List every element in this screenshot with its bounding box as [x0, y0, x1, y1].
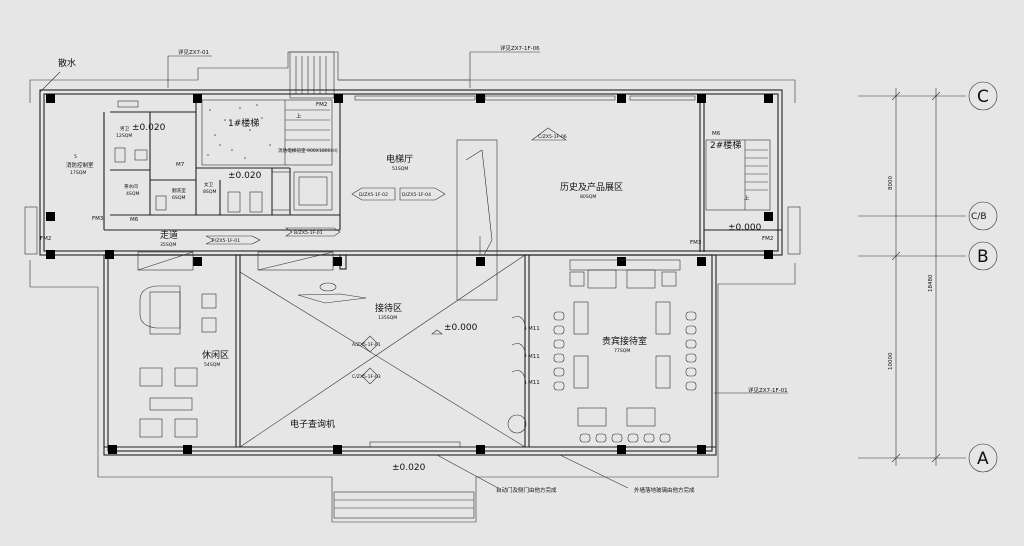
fire-control-tag: 5 [74, 154, 77, 160]
grid-axis [858, 81, 998, 473]
sanshui-label: 散水 [58, 57, 76, 69]
cleaning-name: 翻洗室 [172, 187, 186, 194]
dim-total: 18480 [928, 274, 934, 292]
curtain-wall-note: 外墙落地玻璃由他方完成 [634, 486, 695, 494]
tea-room-area: 4SQM [126, 191, 139, 197]
stair1-up: 上 [296, 112, 302, 120]
fire-control-area: 17SQM [70, 170, 86, 176]
section-marker-1: D/ZX5-1F-02 [359, 192, 388, 198]
section-marker-2: D/ZX5-1F-04 [402, 192, 431, 198]
structural-columns [46, 94, 773, 454]
lounge-area: 54SQM [204, 362, 220, 368]
callout-right: 详见ZX7-1F-01 [748, 386, 788, 394]
mens-wc-area: 12SQM [116, 133, 132, 139]
exterior-outline [24, 51, 801, 523]
section-marker-3: C/ZX5-1F-06 [538, 134, 567, 140]
grid-label-b: B [977, 247, 989, 267]
mens-wc-name: 男卫 [120, 126, 130, 132]
door-m6-b: M6 [712, 131, 721, 137]
elevator-note: 消防电梯前室 900X1800(H) [278, 147, 338, 154]
wc-fixtures [114, 100, 263, 213]
womens-wc-area: 8SQM [203, 189, 216, 195]
stair2-label: 2#楼梯 [710, 139, 741, 151]
corridor-name: 走道 [160, 229, 178, 241]
tea-room-name: 茶水间 [124, 183, 138, 190]
door-fm2-b: FM2 [316, 102, 327, 108]
display-column [456, 139, 498, 301]
level-wc: ±0.020 [132, 123, 166, 133]
section-marker-7: C/ZX5-1F-03 [352, 374, 381, 380]
exhibition-area: 80SQM [580, 194, 596, 200]
section-marker-5: B/ZX5-1F-01 [294, 230, 323, 236]
main-walls [39, 89, 783, 456]
door-m6-a: M6 [130, 217, 139, 223]
door-m11-c: M11 [528, 380, 540, 386]
stair2-up: 上 [744, 194, 750, 202]
level-entry: ±0.020 [392, 463, 426, 473]
exhibition-name: 历史及产品展区 [560, 181, 623, 193]
door-fm3-b: FM3 [690, 240, 702, 246]
lounge-name: 休闲区 [202, 349, 229, 361]
vip-furniture [507, 259, 697, 443]
door-fm2-c: FM2 [762, 236, 773, 242]
reception-name: 接待区 [375, 302, 402, 314]
corridor-area: 35SQM [160, 242, 176, 248]
cleaning-area: 6SQM [172, 195, 185, 201]
callout-top-left: 详见ZX7-01 [178, 48, 209, 56]
auto-door-note: 自动门及侧门由他方完成 [496, 486, 557, 494]
section-marker-4: F/ZX5-1F-01 [212, 238, 240, 244]
level-wc2: ±0.020 [228, 171, 262, 181]
womens-wc-name: 女卫 [204, 181, 214, 188]
door-fm2-a: FM2 [40, 236, 51, 242]
callout-top-mid: 详见ZX7-1F-06 [500, 44, 540, 52]
glazing [137, 95, 696, 448]
vip-name: 贵宾接待室 [602, 335, 647, 347]
elevator-hall-name: 电梯厅 [386, 153, 413, 165]
grid-label-a: A [977, 449, 989, 469]
stairs-and-elevators [201, 99, 771, 211]
stair1-label: 1#楼梯 [228, 117, 259, 129]
lounge-furniture [139, 285, 217, 438]
labels: 详见ZX7-01 详见ZX7-1F-06 详见ZX7-1F-01 散水 自动门及… [40, 44, 989, 494]
dim-8000: 8000 [888, 176, 894, 190]
level-stair2: ±0.000 [728, 223, 762, 233]
fire-control-name: 消防控制室 [66, 161, 94, 169]
level-main: ±0.000 [444, 323, 478, 333]
section-markers [205, 127, 567, 385]
grid-label-cb: C/B [971, 212, 987, 222]
vip-area: 77SQM [614, 348, 630, 354]
reception-diagonals [239, 254, 526, 448]
door-m11-b: M11 [528, 354, 540, 360]
section-marker-6: A/ZX5-1F-01 [352, 342, 381, 348]
elevator-hall-area: 51SQM [392, 166, 408, 172]
reception-area: 135SQM [378, 315, 397, 321]
callout-leaders [39, 51, 788, 489]
dim-10000: 10000 [888, 352, 894, 370]
door-m7: M7 [176, 162, 185, 168]
kiosk-label: 电子查询机 [290, 418, 335, 430]
grid-label-c: C [977, 87, 989, 107]
door-m11-a: M11 [528, 326, 540, 332]
door-fm3-a: FM3 [92, 216, 104, 222]
